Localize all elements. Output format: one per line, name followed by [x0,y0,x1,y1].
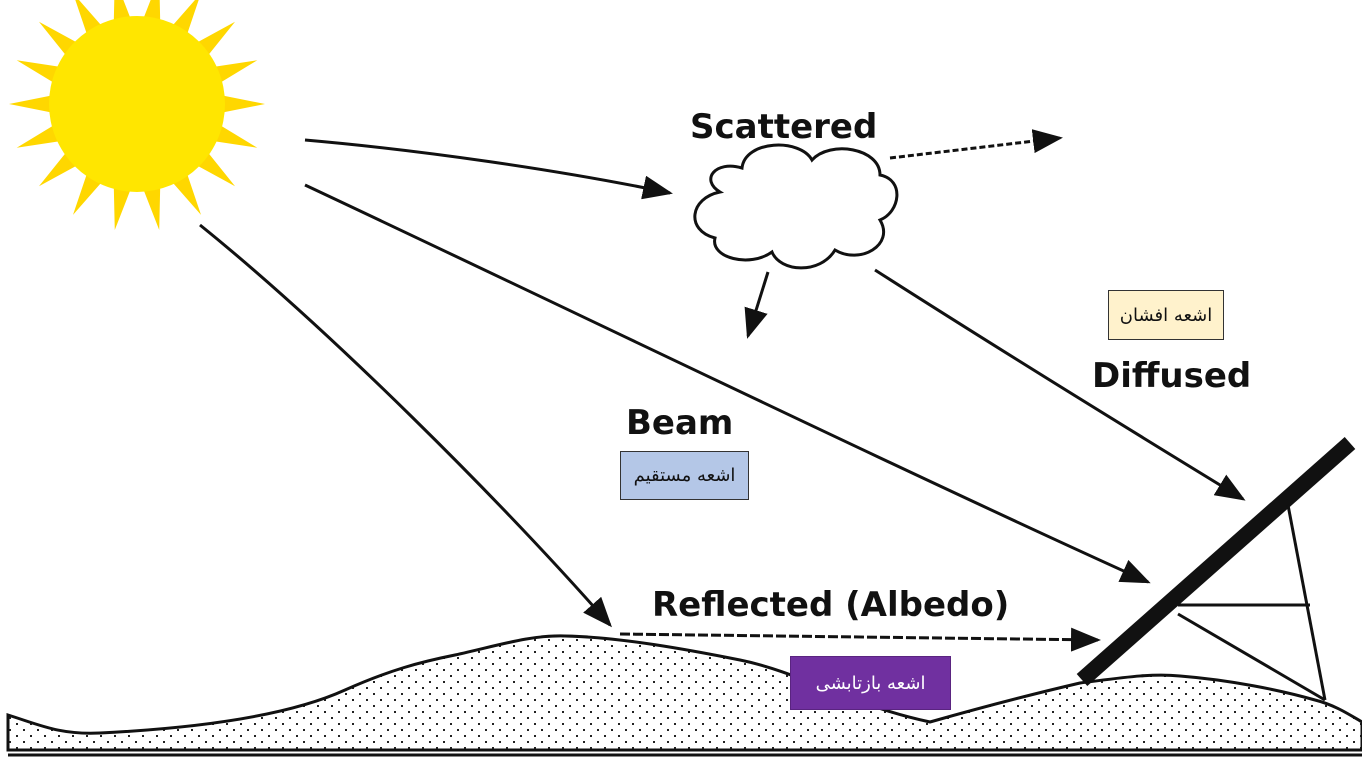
arrow-scattered-down [744,271,770,339]
label-beam: Beam [626,403,733,443]
arrow-reflected [619,627,1101,652]
reflected-persian-text: اشعه بازتابشی [815,672,926,694]
arrow-diffused [874,268,1246,501]
arrow-sun-to-cloud [304,138,673,200]
ground-hill [6,634,1362,752]
arrow-beam [304,183,1151,584]
beam-persian-text: اشعه مستقیم [633,465,736,486]
solar-panel-icon [1076,437,1356,702]
reflected-persian-box: اشعه بازتابشی [790,656,951,710]
arrow-scattered-out [889,129,1063,160]
label-scattered: Scattered [690,107,877,147]
beam-persian-box: اشعه مستقیم [620,451,749,500]
diffused-persian-box: اشعه افشان [1108,290,1224,340]
sun-icon [9,0,265,231]
label-reflected: Reflected (Albedo) [652,585,1009,625]
arrow-sun-to-ground [199,223,612,628]
cloud-icon [693,143,899,270]
label-diffused: Diffused [1092,356,1251,396]
diffused-persian-text: اشعه افشان [1119,304,1213,326]
